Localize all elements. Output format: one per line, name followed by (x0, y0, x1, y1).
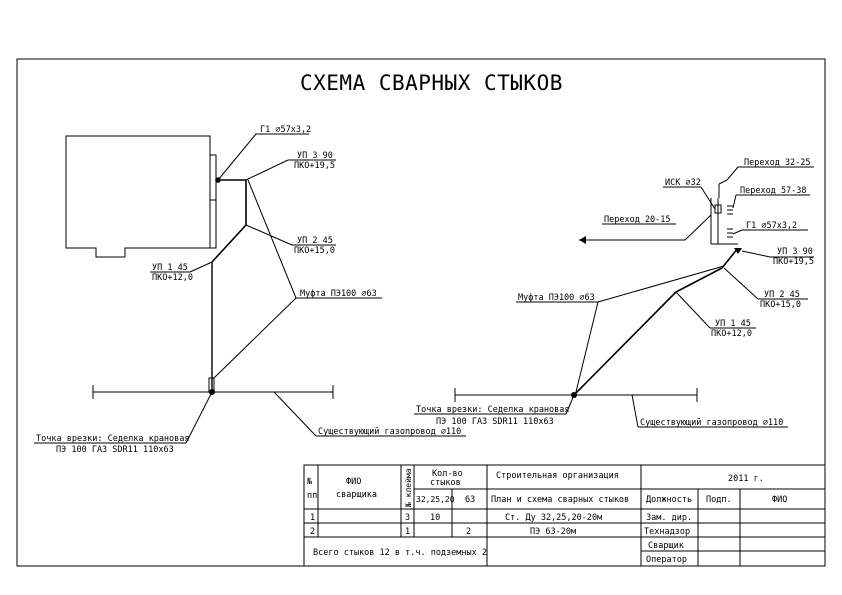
left-tap-point-label: Точка врезки: Седелка крановая (36, 434, 190, 444)
left-pipe-g1-label: Г1 ∅57х3,2 (260, 125, 311, 135)
diagonal-pipe (211, 224, 247, 263)
row2-brand: 1 (405, 527, 410, 537)
col-qty-bottom: стыков (430, 478, 461, 488)
row1-num: 1 (310, 513, 315, 523)
right-pipe-g1-label: Г1 ∅57х3,2 (746, 221, 797, 231)
right-transition-32-25-label: Переход 32-25 (744, 158, 811, 168)
left-pko150-label: ПКО+15,0 (294, 246, 335, 256)
right-tap-point-label: Точка врезки: Седелка крановая (416, 405, 570, 415)
col-fio-top: ФИО (346, 477, 361, 487)
row1-desc: Ст. Ду 32,25,20-20м (505, 513, 602, 523)
total-joints: Всего стыков 12 в т.ч. подземных 2 (313, 548, 487, 558)
left-up245-label: УП 2 45 (297, 236, 333, 246)
row2-num: 2 (310, 527, 315, 537)
position-header: Должность (646, 495, 692, 505)
year-label: 2011 г. (728, 474, 764, 484)
left-main-pipe-label: Существующий газопровод ∅110 (318, 427, 461, 437)
left-up390-label: УП 3 90 (297, 151, 333, 161)
right-transition-20-15-label: Переход 20-15 (604, 215, 671, 225)
left-pko120-label: ПКО+12,0 (152, 273, 193, 283)
right-main-pipe-label: Существующий газопровод ∅110 (640, 418, 783, 428)
left-scheme: Г1 ∅57х3,2 УП 3 90 ПКО+19,5 УП 2 45 ПКО+… (34, 125, 466, 455)
role-deputy-director: Зам. дир. (646, 513, 692, 523)
row1-q1: 10 (430, 513, 440, 523)
right-scheme: Переход 32-25 ИСК ∅32 Переход 57-38 Пере… (414, 158, 814, 428)
role-tech-supervision: Технадзор (644, 527, 690, 537)
right-up245-label: УП 2 45 (764, 290, 800, 300)
role-welder: Сварщик (648, 541, 684, 551)
col-qty-top: Кол-во (432, 469, 463, 479)
row1-brand: 3 (405, 513, 410, 523)
col-num-top: № (306, 477, 312, 487)
col-d1: 32,25,20 (416, 495, 455, 504)
col-d2: 63 (465, 495, 475, 505)
right-tap-spec-label: ПЭ 100 ГАЗ SDR11 110х63 (436, 417, 554, 427)
fio-header: ФИО (772, 495, 787, 505)
right-coupling-label: Муфта ПЭ100 ∅63 (518, 293, 595, 303)
right-pko150-label: ПКО+15,0 (760, 300, 801, 310)
col-num-bottom: пп (307, 491, 317, 501)
right-isk-label: ИСК ∅32 (665, 178, 701, 188)
col-brand: № клейма (404, 468, 413, 508)
right-transition-57-38-label: Переход 57-38 (740, 186, 807, 196)
row2-q2: 2 (466, 527, 471, 537)
col-fio-bottom: сварщика (336, 490, 377, 500)
left-coupling-label: Муфта ПЭ100 ∅63 (300, 289, 377, 299)
left-tap-spec-label: ПЭ 100 ГАЗ SDR11 110х63 (56, 445, 174, 455)
right-pko195-label: ПКО+19,5 (773, 257, 814, 267)
row2-desc: ПЭ 63-20м (530, 527, 576, 537)
right-pko120-label: ПКО+12,0 (711, 329, 752, 339)
left-up145-label: УП 1 45 (152, 263, 188, 273)
drawing-title: СХЕМА СВАРНЫХ СТЫКОВ (300, 71, 563, 95)
right-up390-label: УП 3 90 (777, 247, 813, 257)
left-pko195-label: ПКО+19,5 (294, 161, 335, 171)
right-long-pipe (573, 291, 677, 396)
drawing-frame (16, 58, 826, 567)
plan-label: План и схема сварных стыков (491, 495, 629, 505)
right-diagonal-pipe (675, 267, 723, 293)
signature-header: Подп. (706, 495, 732, 505)
right-up145-label: УП 1 45 (715, 319, 751, 329)
title-block-table: № пп ФИО сварщика № клейма Кол-во стыков… (303, 464, 826, 567)
role-operator: Оператор (646, 555, 687, 565)
org-label: Строительная организация (496, 471, 619, 481)
building-outline (65, 135, 217, 258)
